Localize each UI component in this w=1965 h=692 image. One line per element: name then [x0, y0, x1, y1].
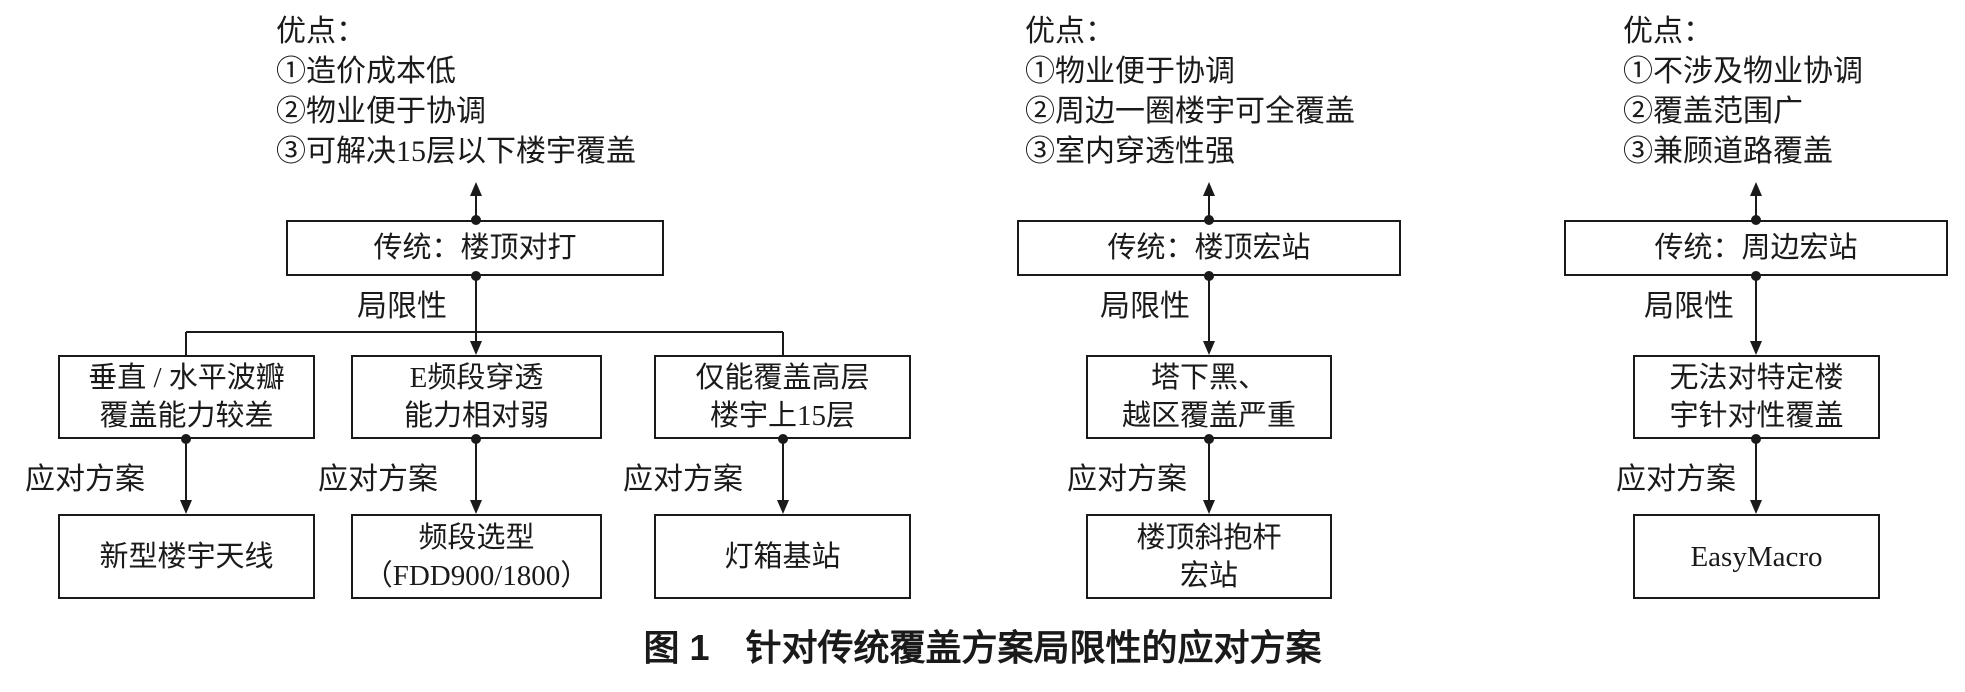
- box-text-line: 垂直 / 水平波瓣: [88, 362, 285, 394]
- box-text-line: 新型楼宇天线: [99, 540, 274, 573]
- response-label: 应对方案: [25, 463, 145, 496]
- box-text-line: 能力相对弱: [403, 400, 549, 432]
- limitation-box: 仅能覆盖高层 楼宇上15层: [654, 355, 911, 439]
- solution-box: 楼顶斜抱杆 宏站: [1086, 514, 1332, 599]
- limitation-box: 塔下黑、 越区覆盖严重: [1086, 355, 1332, 439]
- box-text-line: 塔下黑、: [1150, 362, 1267, 394]
- arrowhead: [1750, 341, 1762, 355]
- arrowhead: [777, 500, 789, 514]
- limitation-label: 局限性: [1644, 290, 1734, 323]
- box-text-line: 楼顶斜抱杆: [1136, 521, 1282, 554]
- advantage-item: ②覆盖范围广: [1623, 95, 1803, 128]
- advantage-item: ①物业便于协调: [1025, 55, 1235, 88]
- response-label: 应对方案: [623, 463, 743, 496]
- arrowhead: [470, 500, 482, 514]
- traditional-scheme-box: 传统：楼顶宏站: [1017, 220, 1401, 276]
- solution-box: 频段选型 （FDD900/1800）: [351, 514, 602, 599]
- box-text-line: 楼宇上15层: [709, 400, 855, 432]
- response-label: 应对方案: [1616, 463, 1736, 496]
- solution-box: 灯箱基站: [654, 514, 911, 599]
- traditional-scheme-box: 传统：楼顶对打: [286, 220, 664, 276]
- solution-box: 新型楼宇天线: [58, 514, 315, 599]
- limitation-box: E频段穿透 能力相对弱: [351, 355, 602, 439]
- advantage-item: ③兼顾道路覆盖: [1623, 135, 1833, 168]
- advantage-item: ①造价成本低: [276, 55, 456, 88]
- box-text-line: 宇针对性覆盖: [1669, 400, 1844, 432]
- box-text-line: 传统：楼顶对打: [373, 232, 577, 264]
- arrowhead: [1203, 500, 1215, 514]
- box-text-line: 仅能覆盖高层: [695, 362, 870, 394]
- box-text-line: 灯箱基站: [724, 540, 841, 573]
- box-text-line: 无法对特定楼: [1669, 362, 1844, 394]
- box-text-line: EasyMacro: [1690, 540, 1823, 573]
- arrowhead: [1750, 182, 1762, 196]
- advantage-item: ②周边一圈楼宇可全覆盖: [1025, 95, 1355, 128]
- box-text-line: 宏站: [1179, 559, 1238, 592]
- limitation-box: 无法对特定楼 宇针对性覆盖: [1633, 355, 1880, 439]
- limitation-box: 垂直 / 水平波瓣 覆盖能力较差: [58, 355, 315, 439]
- figure-title: 针对传统覆盖方案局限性的应对方案: [745, 627, 1322, 668]
- arrowhead: [470, 341, 482, 355]
- response-label: 应对方案: [318, 463, 438, 496]
- figure-number: 图 1: [643, 627, 710, 668]
- arrowhead: [470, 182, 482, 196]
- limitation-label: 局限性: [1100, 290, 1190, 323]
- solution-box: EasyMacro: [1633, 514, 1880, 599]
- arrowhead: [180, 500, 192, 514]
- advantages-block: 优点： ①不涉及物业协调 ②覆盖范围广 ③兼顾道路覆盖: [1623, 12, 1863, 172]
- box-text-line: 覆盖能力较差: [99, 400, 274, 432]
- arrowhead: [1203, 182, 1215, 196]
- box-text-line: 越区覆盖严重: [1121, 400, 1296, 432]
- advantage-item: ③可解决15层以下楼宇覆盖: [276, 135, 636, 168]
- box-text-line: 传统：周边宏站: [1654, 232, 1858, 264]
- response-label: 应对方案: [1067, 463, 1187, 496]
- advantages-block: 优点： ①物业便于协调 ②周边一圈楼宇可全覆盖 ③室内穿透性强: [1025, 12, 1355, 172]
- figure-caption: 图 1 针对传统覆盖方案局限性的应对方案: [0, 626, 1965, 670]
- advantage-item: ③室内穿透性强: [1025, 135, 1235, 168]
- advantage-item: ②物业便于协调: [276, 95, 486, 128]
- traditional-scheme-box: 传统：周边宏站: [1564, 220, 1948, 276]
- advantages-heading: 优点：: [1623, 15, 1713, 48]
- arrowhead: [1750, 500, 1762, 514]
- advantages-heading: 优点：: [276, 15, 366, 48]
- advantage-item: ①不涉及物业协调: [1623, 55, 1863, 88]
- arrowhead: [1203, 341, 1215, 355]
- advantages-heading: 优点：: [1025, 15, 1115, 48]
- box-text-line: E频段穿透: [409, 362, 544, 394]
- box-text-line: （FDD900/1800）: [363, 559, 590, 592]
- box-text-line: 传统：楼顶宏站: [1107, 232, 1311, 264]
- limitation-label: 局限性: [357, 290, 447, 323]
- advantages-block: 优点： ①造价成本低 ②物业便于协调 ③可解决15层以下楼宇覆盖: [276, 12, 636, 172]
- box-text-line: 频段选型: [418, 521, 535, 554]
